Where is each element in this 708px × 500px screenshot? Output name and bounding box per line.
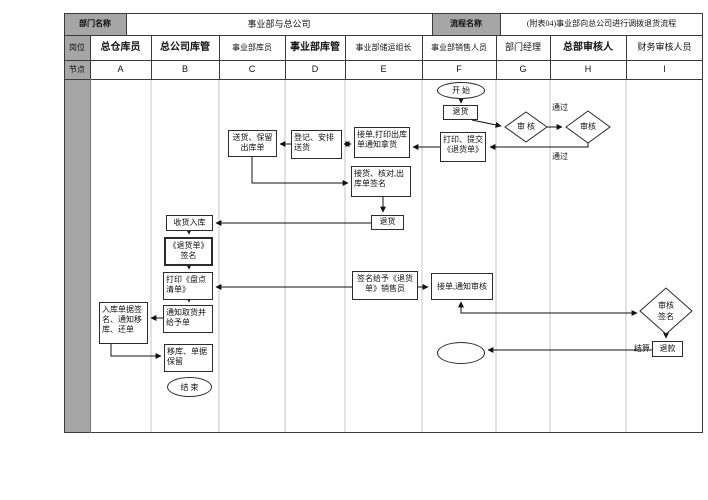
lane-header-i-position: 财务审核人员 bbox=[637, 42, 692, 52]
hq-review-diamond bbox=[565, 110, 611, 144]
lane-header-d-position: 事业部库管 bbox=[290, 42, 340, 53]
lane-header-c-position: 事业部库员 bbox=[232, 43, 272, 52]
pass-label-top: 通过 bbox=[552, 103, 568, 112]
return-goods-box: 退货 bbox=[443, 105, 478, 120]
refund-box: 退款 bbox=[652, 341, 683, 357]
manager-review-diamond bbox=[504, 111, 548, 143]
notify-pickup-give-slip-box: 通知取货并给予单 bbox=[163, 305, 213, 333]
process-name-label: 流程名称 bbox=[450, 19, 482, 28]
dept-name-value: 事业部与总公司 bbox=[247, 19, 311, 29]
inbound-sign-notify-move-box: 入库单据签名、通知移库、还单 bbox=[99, 302, 148, 344]
receive-into-warehouse-box: 收货入库 bbox=[166, 215, 213, 231]
return-form-sign-box: 《退货单》签名 bbox=[164, 237, 213, 266]
receive-verify-sign-box: 接货、核对,出库单签名 bbox=[351, 166, 411, 197]
lane-header-d-node: D bbox=[311, 64, 319, 74]
edge-notify-review-finance-review bbox=[458, 301, 638, 316]
pass-label-bottom: 通过 bbox=[552, 152, 568, 161]
lane-dividers bbox=[150, 79, 627, 433]
process-name-value: (附表04)事业部向总公司进行调拨退货流程 bbox=[526, 19, 677, 28]
take-order-print-outbound-box: 接单,打印出库单通知拿货 bbox=[354, 127, 410, 158]
flow-arrows bbox=[110, 97, 669, 359]
return-goods2-box: 退货 bbox=[371, 215, 404, 230]
left-sidebar bbox=[64, 79, 90, 433]
lane-header-e-node: E bbox=[380, 64, 387, 74]
edge-deliver-to-check bbox=[251, 157, 349, 186]
start-oval: 开 始 bbox=[437, 82, 485, 99]
dept-name-label: 部门名称 bbox=[79, 19, 111, 28]
end-oval: 结 束 bbox=[167, 377, 212, 397]
finance-review-sign-text: 审核签名 bbox=[658, 301, 674, 321]
register-arrange-delivery-box: 登记、安排送货 bbox=[291, 130, 342, 159]
lane-header-b-node: B bbox=[181, 64, 188, 74]
edge-warehouse-sign-to-move bbox=[110, 344, 162, 359]
take-order-notify-review-box: 接单,通知审核 bbox=[431, 273, 493, 300]
position-label-cell-bg bbox=[64, 35, 90, 60]
dept-label-cell-bg bbox=[64, 13, 126, 35]
hq-review-text: 审核 bbox=[580, 122, 596, 131]
final-end-oval-empty bbox=[437, 342, 485, 364]
lane-header-h-position: 总部审核人 bbox=[563, 42, 613, 53]
edge-return-to-manager-review bbox=[471, 119, 502, 128]
decision-diamonds bbox=[504, 110, 693, 335]
node-row-label: 节点 bbox=[69, 65, 85, 74]
finance-review-diamond bbox=[639, 287, 693, 335]
settle-label: 结算 bbox=[634, 344, 650, 353]
position-row-label: 岗位 bbox=[69, 43, 85, 52]
lane-header-b-position: 总公司库管 bbox=[160, 42, 210, 53]
print-submit-return-form-box: 打印、提交《退货单》 bbox=[440, 132, 486, 162]
edge-hq-review-to-print-submit bbox=[489, 143, 589, 150]
lane-header-c-node: C bbox=[248, 64, 256, 74]
table-borders bbox=[64, 13, 703, 433]
lane-header-g-position: 部门经理 bbox=[504, 42, 541, 52]
manager-review-text: 审 核 bbox=[517, 122, 535, 131]
lane-header-h-node: H bbox=[584, 64, 592, 74]
lane-header-e-position: 事业部储运组长 bbox=[355, 43, 412, 52]
print-inventory-list-box: 打印《盘点清单》 bbox=[163, 272, 213, 300]
lane-header-a-node: A bbox=[117, 64, 124, 74]
move-keep-documents-box: 移库、单据保留 bbox=[164, 344, 213, 372]
lane-header-f-position: 事业部销售人员 bbox=[431, 43, 487, 52]
lane-header-g-node: G bbox=[519, 64, 527, 74]
process-label-cell-bg bbox=[432, 13, 500, 35]
lane-header-f-node: F bbox=[456, 64, 462, 74]
node-label-cell-bg bbox=[64, 60, 90, 79]
lane-header-i-node: I bbox=[663, 64, 666, 74]
lane-header-a-position: 总仓库员 bbox=[100, 42, 141, 53]
deliver-keep-outbound-box: 送货、保留出库单 bbox=[228, 130, 277, 157]
sign-give-return-form-box: 签名给予《退货单》销售员 bbox=[352, 271, 418, 300]
